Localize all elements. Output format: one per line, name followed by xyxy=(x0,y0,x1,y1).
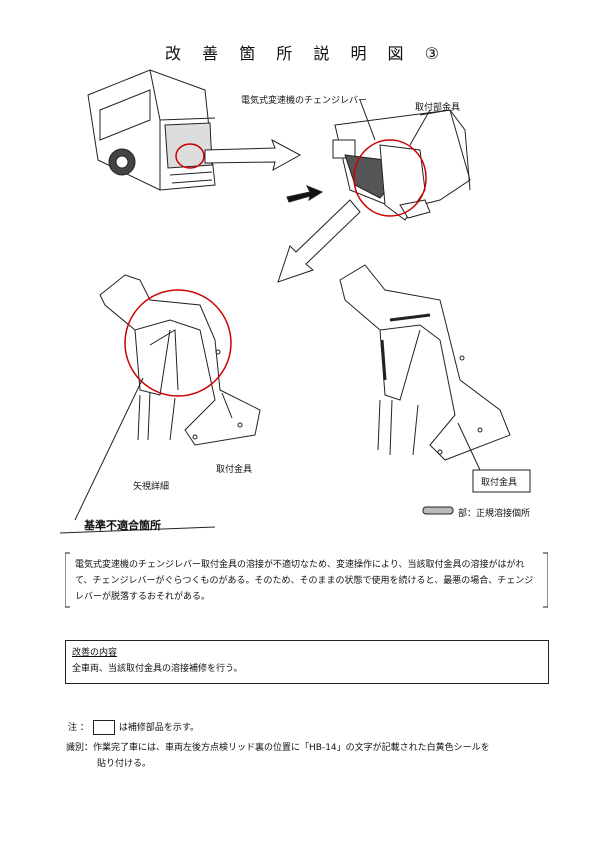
page-title: 改 善 箇 所 説 明 図 ③ xyxy=(165,44,447,63)
ident-line2: 貼り付ける。 xyxy=(97,759,152,769)
weld-legend-label: 部：正規溶接個所 xyxy=(458,509,531,519)
note-label: 注 ： xyxy=(68,723,89,733)
bracket-top-label: 取付部金具 xyxy=(415,103,461,113)
problem-text: 電気式変速機のチェンジレバー取付金具の溶接が不適切なため、変速操作により、当該取… xyxy=(75,560,534,602)
left-bracket-drawing xyxy=(99,274,261,446)
right-bracket-drawing xyxy=(339,264,511,461)
bracket-left-label: 取付金具 xyxy=(216,465,253,475)
ident-label: 識別： xyxy=(66,743,94,753)
bus-drawing xyxy=(87,69,216,191)
improvement-heading: 改善の内容 xyxy=(72,648,118,658)
illustration xyxy=(59,69,531,534)
lever-highlight xyxy=(353,139,427,217)
shift-lever-drawing xyxy=(332,109,471,221)
note-line: 注 ： は補修部品を示す。 xyxy=(68,720,199,735)
identification-note: 識別：作業完了車には、車両左後方点検リッド裏の位置に「HB-14」の文字が記載さ… xyxy=(66,740,556,772)
repair-part-swatch xyxy=(92,720,115,735)
improvement-body: 全車両、当該取付金具の溶接補修を行う。 xyxy=(72,664,243,674)
problem-description: 電気式変速機のチェンジレバー取付金具の溶接が不適切なため、変速操作により、当該取… xyxy=(65,551,548,609)
bracket-right-label: 取付金具 xyxy=(481,478,518,488)
view-detail-label: 矢視詳細 xyxy=(133,482,170,492)
right-bracket-label-box xyxy=(472,469,531,493)
nonconforming-label: 基準不適合箇所 xyxy=(84,519,161,532)
improvement-box: 改善の内容 全車両、当該取付金具の溶接補修を行う。 xyxy=(65,640,549,684)
left-highlight xyxy=(124,289,232,397)
bus-highlight xyxy=(175,143,205,169)
note-text: は補修部品を示す。 xyxy=(118,723,199,733)
ident-line1: 作業完了車には、車両左後方点検リッド裏の位置に「HB-14」の文字が記載された白… xyxy=(93,743,490,753)
shift-lever-label: 電気式変速機のチェンジレバー xyxy=(241,96,368,106)
